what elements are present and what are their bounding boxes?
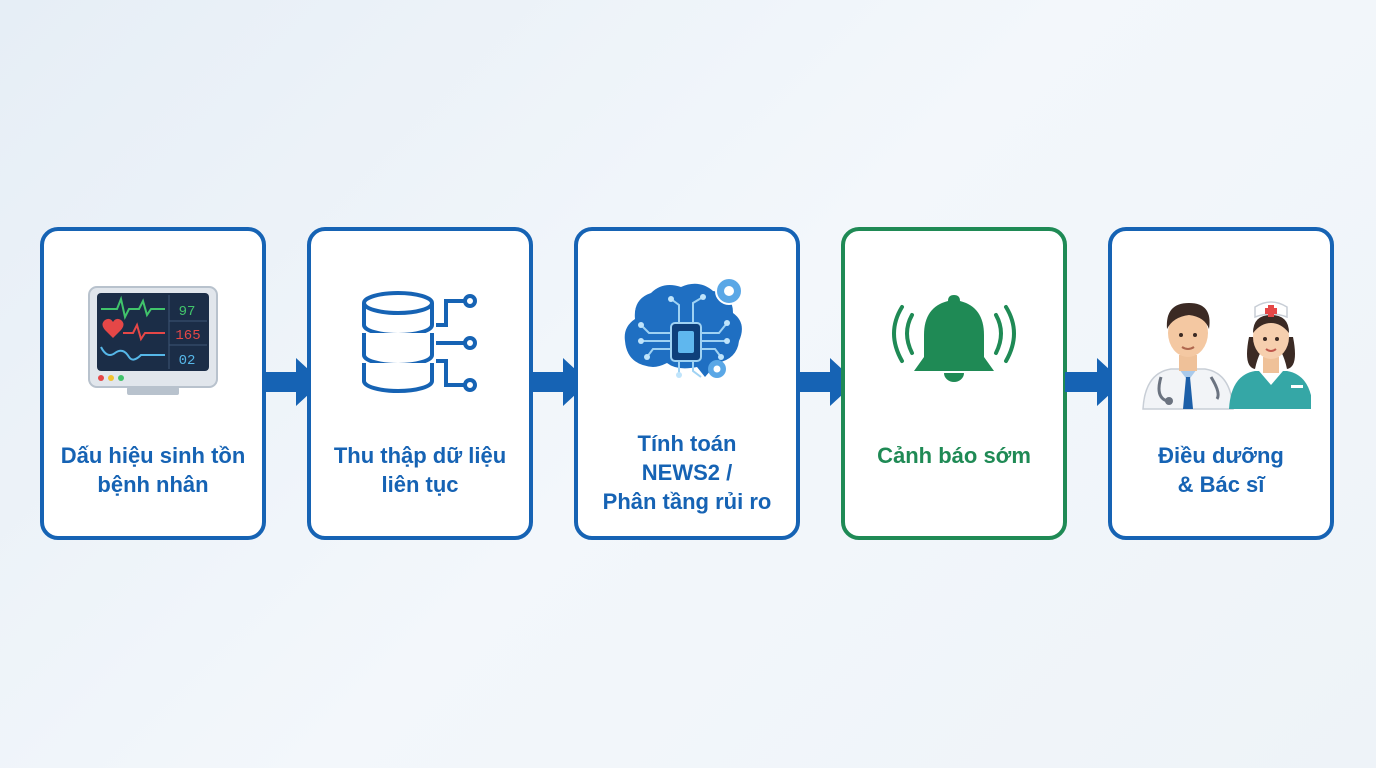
step-label: Điều dưỡng & Bác sĩ	[1158, 443, 1284, 497]
step-data-collection: Thu thập dữ liệu liên tục	[307, 227, 533, 540]
database-icon	[311, 281, 529, 421]
step-vital-signs: 97 165 02 Dấu hiệu sinh tồn bệnh nhân	[40, 227, 266, 540]
step-nurse-doctor: Điều dưỡng & Bác sĩ	[1108, 227, 1334, 540]
vital-signs-monitor-icon: 97 165 02	[44, 281, 262, 421]
monitor-pulse-value: 97	[179, 304, 196, 320]
ai-brain-icon	[578, 271, 796, 411]
step-label: Cảnh báo sớm	[877, 443, 1031, 468]
step-news2-risk: Tính toán NEWS2 / Phân tầng rủi ro	[574, 227, 800, 540]
step-early-warning: Cảnh báo sớm	[841, 227, 1067, 540]
doctor-nurse-icon	[1112, 281, 1330, 421]
monitor-bp-value: 165	[175, 328, 200, 344]
step-label: Thu thập dữ liệu liên tục	[333, 443, 507, 497]
monitor-spo2-value: 02	[179, 353, 196, 369]
step-label: Dấu hiệu sinh tồn bệnh nhân	[60, 443, 246, 497]
alarm-bell-icon	[845, 281, 1063, 421]
step-label: Tính toán NEWS2 / Phân tầng rủi ro	[602, 431, 772, 514]
